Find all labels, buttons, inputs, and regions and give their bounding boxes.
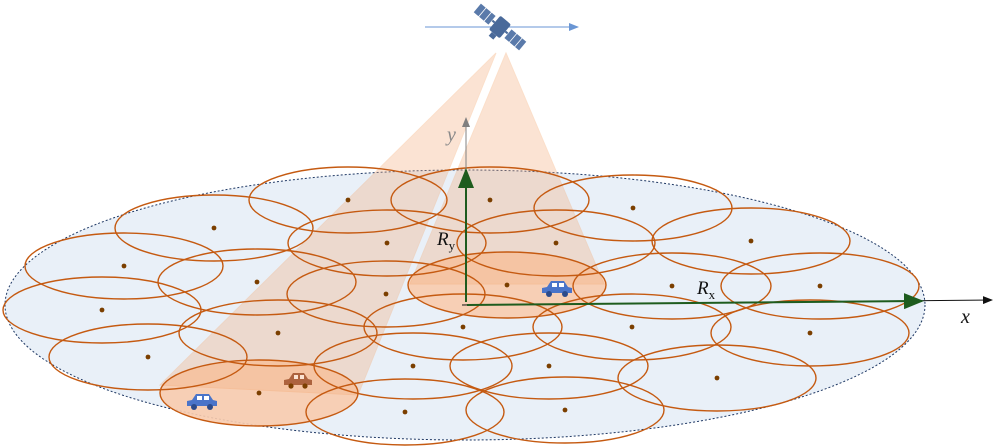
cell-center-dot xyxy=(121,263,127,269)
cell-ring xyxy=(305,378,505,446)
cell-ring xyxy=(617,344,817,412)
cell-ring xyxy=(157,248,357,316)
cell-ring xyxy=(48,323,248,391)
cell-center-dot xyxy=(817,283,823,289)
cell-center-dot xyxy=(384,240,390,246)
x-axis-label: x xyxy=(960,306,970,328)
cell-center-dot xyxy=(714,375,720,381)
cell-ring xyxy=(651,207,851,275)
cell-center-dot xyxy=(504,282,510,288)
cell-ring xyxy=(287,209,487,277)
cell-center-dot xyxy=(546,363,552,369)
car-icon xyxy=(284,373,312,389)
cell-center-dot xyxy=(748,238,754,244)
cell-center-dot xyxy=(553,240,559,246)
cell-ring xyxy=(363,293,563,361)
beam-cone-left xyxy=(158,52,497,396)
cell-center-dot xyxy=(669,283,675,289)
radius-x-label: Rx xyxy=(696,278,716,302)
cell-ring xyxy=(456,209,656,277)
cell-center-dot xyxy=(275,330,281,336)
cell-center-dot xyxy=(402,409,408,415)
cell-center-dot xyxy=(460,324,466,330)
cell-ring xyxy=(532,293,732,361)
cell-center-dot xyxy=(211,225,217,231)
cell-center-dot xyxy=(256,390,262,396)
cell-ring xyxy=(159,359,359,427)
cell-ring xyxy=(114,194,314,262)
cell-center-dot xyxy=(410,363,416,369)
cell-ring xyxy=(572,252,772,320)
cell-center-dot xyxy=(629,324,635,330)
cell-center-dot xyxy=(254,279,260,285)
satellite-icon xyxy=(472,2,528,52)
cell-ring xyxy=(449,332,649,400)
car-icon xyxy=(542,281,572,297)
cell-ring xyxy=(465,376,665,444)
y-axis-label: y xyxy=(445,124,456,146)
cell-ring xyxy=(24,232,224,300)
cell-centers xyxy=(99,197,823,415)
cell-ring xyxy=(720,252,920,320)
cell-center-dot xyxy=(99,307,105,313)
cell-center-dot xyxy=(487,197,493,203)
cell-center-dot xyxy=(345,197,351,203)
cell-center-dot xyxy=(630,205,636,211)
radius-x-arrow xyxy=(466,293,924,310)
cell-center-dot xyxy=(383,291,389,297)
cell-ring xyxy=(390,166,590,234)
cell-center-dot xyxy=(562,407,568,413)
cell-ring xyxy=(248,166,448,234)
cell-ring xyxy=(2,276,202,344)
cell-center-dot xyxy=(807,330,813,336)
cell-ring xyxy=(407,251,607,319)
car-icon xyxy=(187,394,217,410)
radius-y-label: Ry xyxy=(436,229,456,253)
cell-ring xyxy=(178,299,378,367)
cell-ring xyxy=(286,260,486,328)
cell-center-dot xyxy=(145,354,151,360)
cell-rings xyxy=(2,166,920,446)
